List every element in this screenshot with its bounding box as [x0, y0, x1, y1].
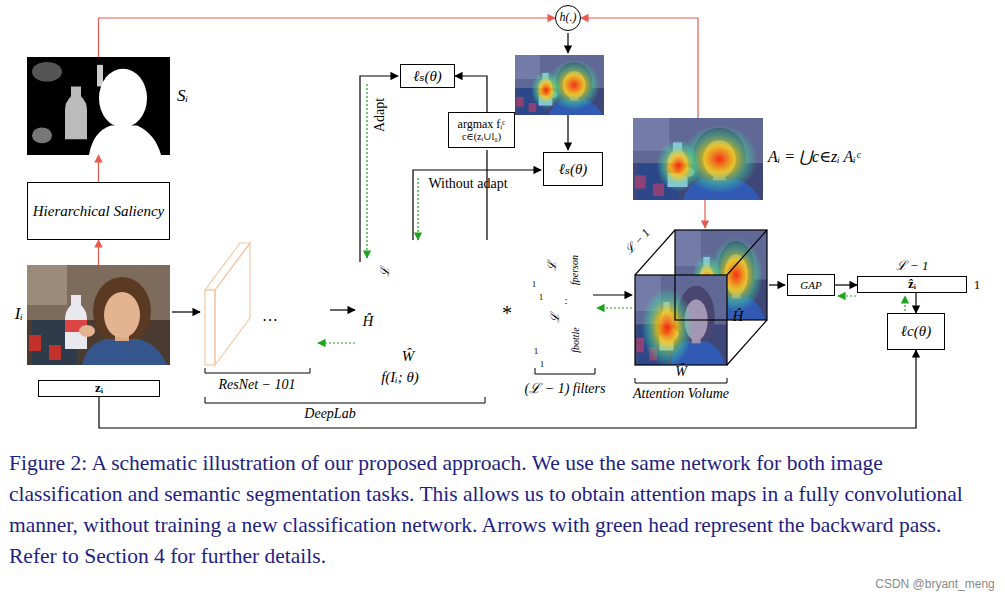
node-text: ℓₛ(θ) — [559, 161, 588, 178]
process-box: ẑᵢ — [857, 276, 967, 293]
annotation-label: ℒ − 1 — [896, 259, 929, 273]
annotation-label: ℒ — [379, 267, 392, 277]
image-label: Aᵢ = ⋃c∈zᵢ Aᵢᶜ — [768, 148, 860, 166]
node-text: GAP — [800, 279, 821, 291]
annotation-label: Without adapt — [428, 176, 507, 191]
node-text: c∈(zᵢ∪l₀) — [462, 131, 501, 142]
connector — [99, 350, 916, 428]
node-text: argmax fᵢᶜ — [458, 118, 506, 131]
connector — [99, 18, 556, 57]
node-text: ℓc(θ) — [901, 323, 931, 340]
node-text: ẑᵢ — [908, 277, 916, 291]
annotation-label: 1 — [534, 347, 539, 357]
process-box: ℓₛ(θ) — [400, 64, 455, 88]
annotation-label: Ĥ — [363, 313, 374, 330]
annotation-label: ℒ — [549, 313, 562, 323]
connector — [98, 155, 99, 182]
process-box: GAP — [787, 274, 835, 296]
annotation-label: Adapt — [372, 98, 387, 132]
annotation-label: * — [502, 302, 512, 324]
watermark: CSDN @bryant_meng — [875, 578, 995, 591]
annotation-label: Attention Volume — [633, 386, 729, 401]
image-label: Iᵢ — [15, 305, 23, 324]
annotation-label: Ĥ — [733, 308, 744, 325]
image-label: Sᵢ — [177, 87, 188, 106]
annotation-label: Ŵ — [402, 348, 415, 365]
figure-caption: Figure 2: A schematic illustration of ou… — [9, 448, 994, 572]
annotation-label: ResNet − 101 — [218, 377, 295, 392]
annotation-label: 1 — [532, 280, 537, 290]
annotation-label: 1 — [539, 293, 544, 303]
annotation-label: fperson — [569, 255, 580, 285]
annotation-label: Ŵ — [675, 364, 687, 379]
annotation-label: f(Iᵢ; θ) — [381, 369, 419, 386]
process-box: Hierarchical Saliency — [27, 182, 170, 240]
annotation-label: ℒ — [546, 261, 559, 271]
image-panel: Aᵢ = ⋃c∈zᵢ Aᵢᶜ — [633, 118, 763, 200]
connector — [835, 284, 857, 285]
connector — [581, 18, 698, 118]
annotation-label: DeepLab — [304, 406, 355, 421]
node-text: ℓₛ(θ) — [413, 68, 442, 85]
process-box: ℓₛ(θ) — [543, 152, 603, 186]
annotation-label: 1 — [974, 278, 981, 292]
process-box: ℓc(θ) — [887, 313, 945, 350]
process-box: argmax fᵢᶜc∈(zᵢ∪l₀) — [448, 112, 515, 148]
process-box: zᵢ — [38, 380, 160, 397]
node-text: h(.) — [560, 11, 577, 24]
annotation-label: fbottle — [570, 327, 581, 353]
function-circle: h(.) — [555, 5, 581, 31]
node-text: Hierarchical Saliency — [33, 203, 164, 220]
annotation-label: (ℒ − 1) filters — [525, 381, 606, 396]
annotation-label: : — [564, 294, 567, 306]
connector — [98, 240, 99, 265]
image-panel: Sᵢ — [27, 57, 170, 155]
connector — [915, 293, 916, 313]
annotation-label: ℒ − 1 — [623, 226, 653, 257]
annotation-label: … — [262, 307, 278, 325]
image-panel: Iᵢ — [27, 265, 170, 365]
connector — [455, 76, 487, 112]
annotation-label: 1 — [540, 360, 545, 370]
node-text: zᵢ — [95, 381, 103, 395]
